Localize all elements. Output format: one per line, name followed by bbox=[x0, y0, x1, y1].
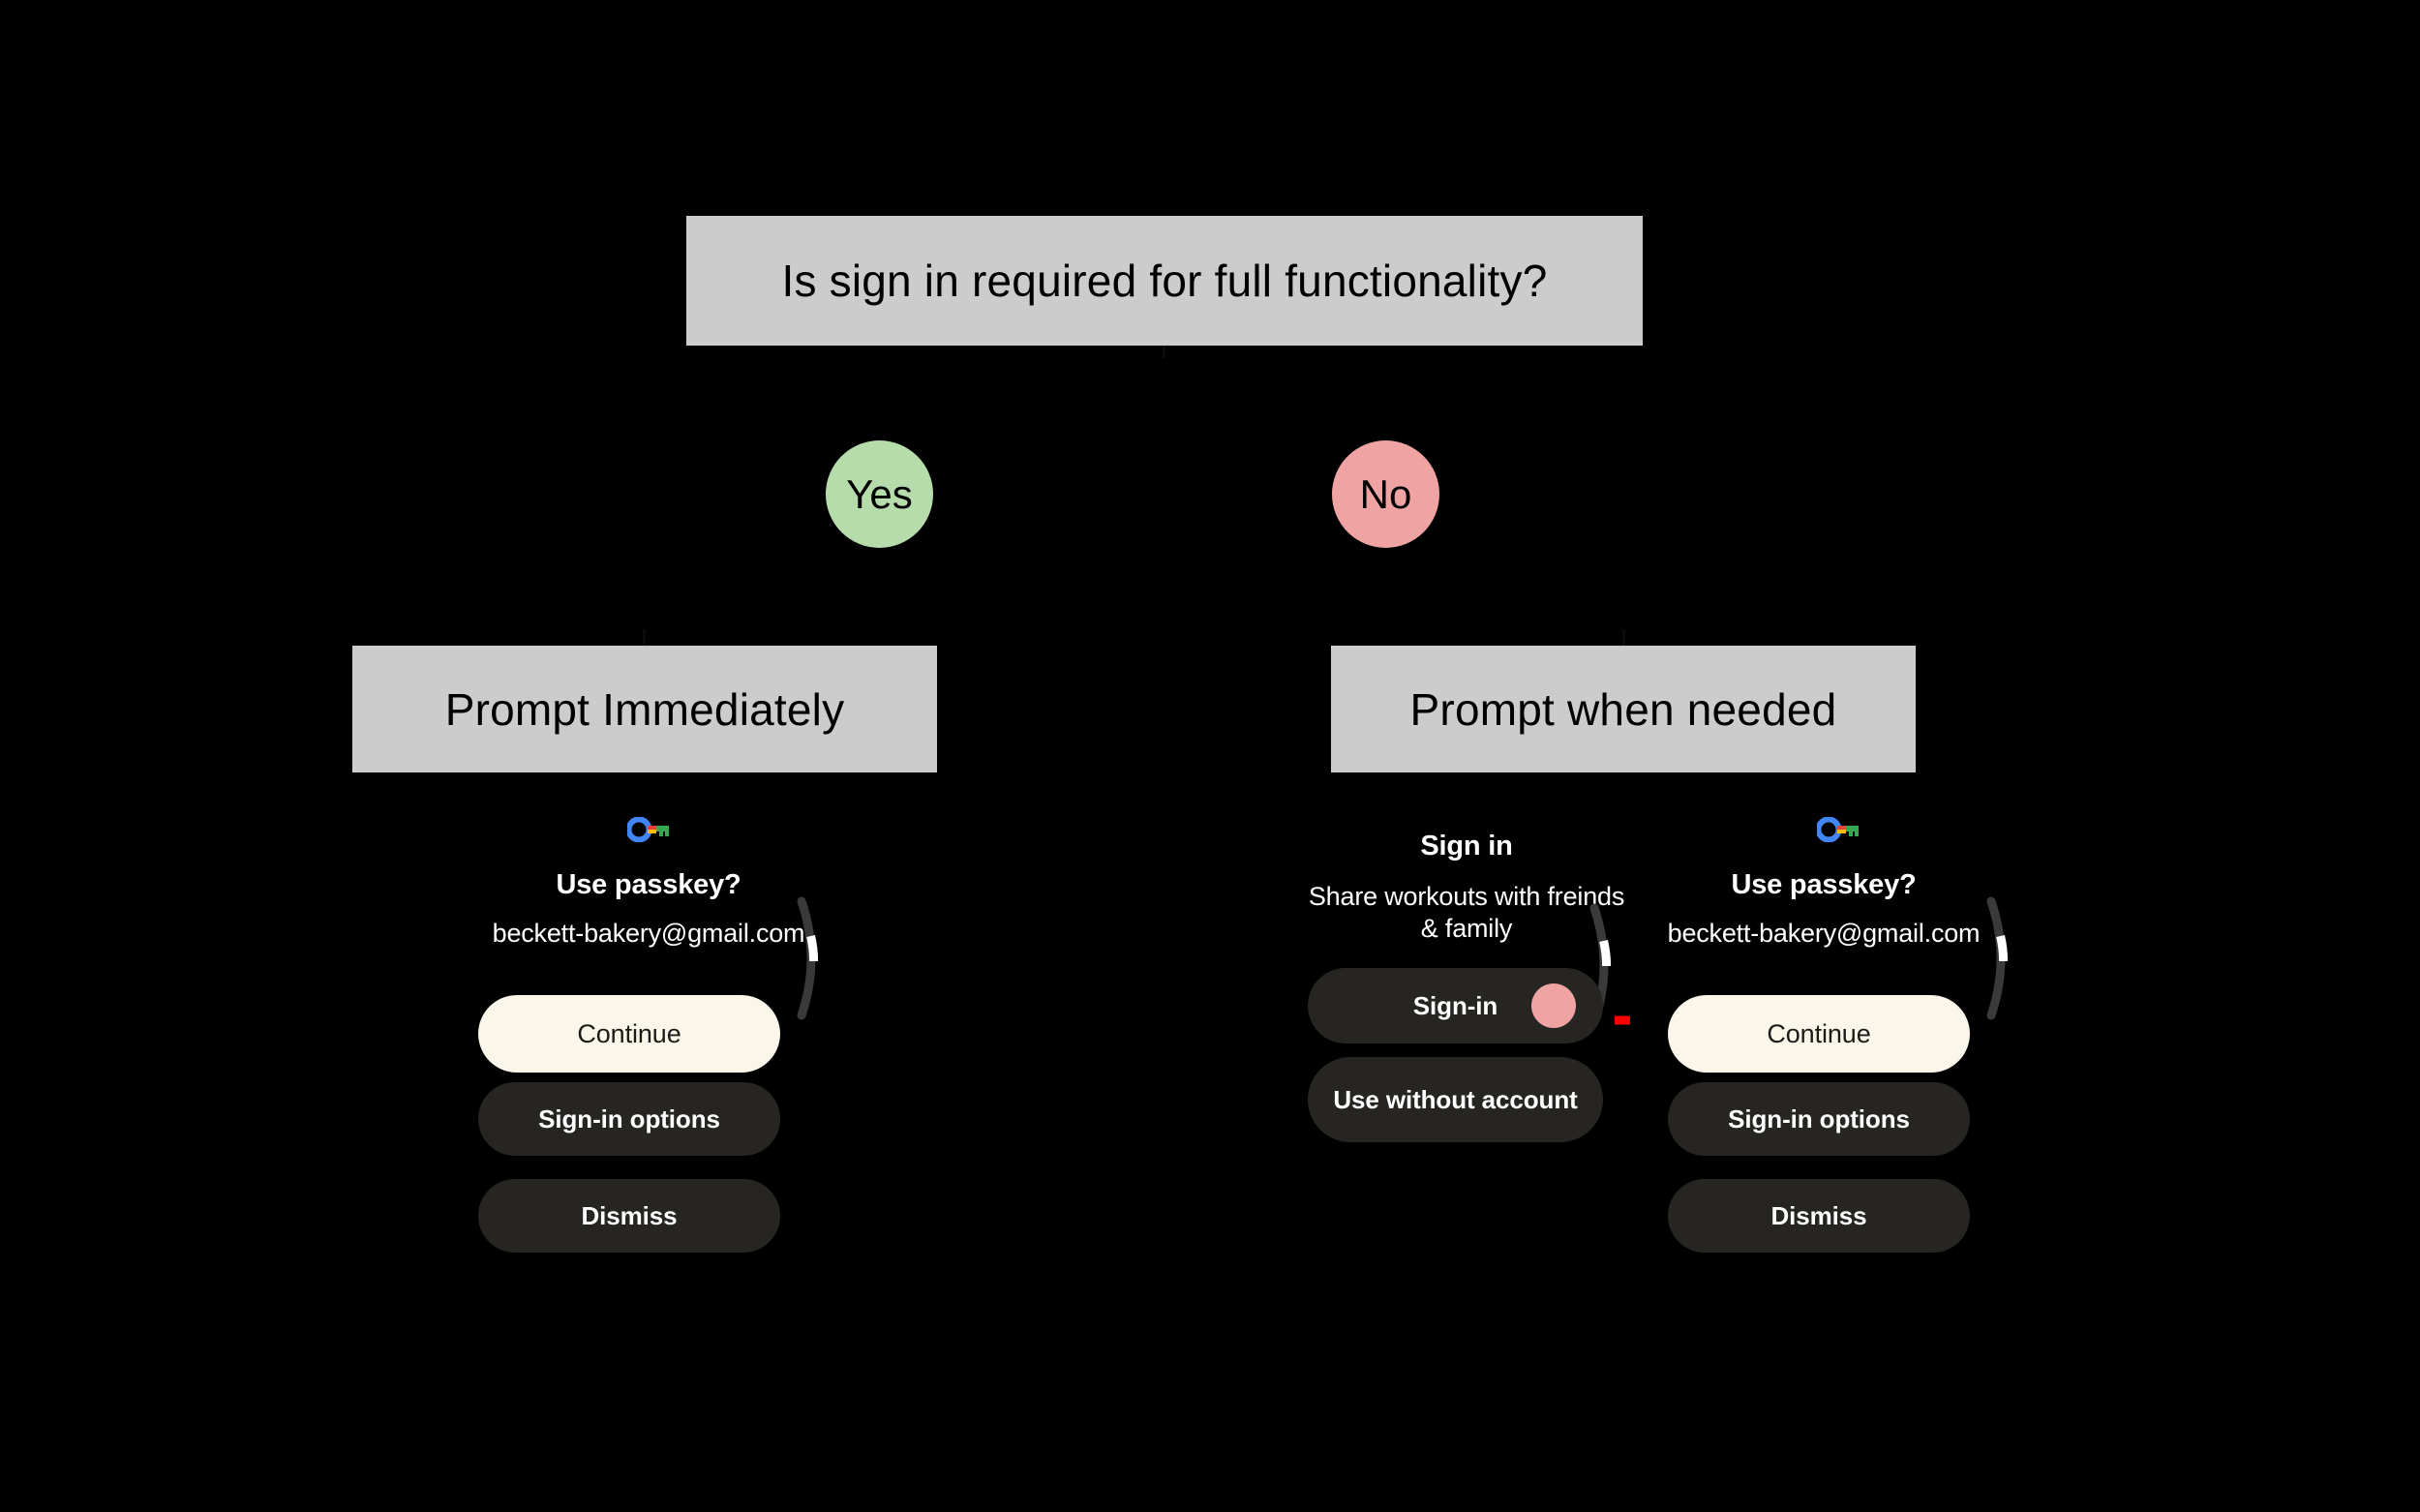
sign-in-options-button[interactable]: Sign-in options bbox=[478, 1082, 780, 1156]
sign-in-status-dot bbox=[1531, 983, 1576, 1028]
watch-screen-middle-signin: Sign in Share workouts with freinds & fa… bbox=[1302, 813, 1631, 1239]
continue-button[interactable]: Continue bbox=[1668, 995, 1970, 1073]
connector-yes-to-prompt-immediately bbox=[643, 629, 646, 649]
google-passkey-icon bbox=[1815, 816, 1860, 843]
use-without-account-button[interactable]: Use without account bbox=[1308, 1057, 1603, 1142]
question-box: Is sign in required for full functionali… bbox=[686, 216, 1643, 346]
screen-subtitle: beckett-bakery@gmail.com bbox=[492, 919, 805, 948]
dismiss-button[interactable]: Dismiss bbox=[1668, 1179, 1970, 1253]
continue-button[interactable]: Continue bbox=[478, 995, 780, 1073]
sign-in-button[interactable]: Sign-in bbox=[1308, 968, 1603, 1043]
screen-title: Sign in bbox=[1420, 831, 1513, 862]
google-passkey-icon bbox=[625, 816, 670, 843]
decision-no: No bbox=[1332, 440, 1439, 548]
outcome-prompt-immediately: Prompt Immediately bbox=[352, 646, 937, 772]
watch-screen-left-passkey: Use passkey? beckett-bakery@gmail.com Co… bbox=[455, 803, 842, 1307]
sign-in-button-label: Sign-in bbox=[1412, 990, 1498, 1020]
connector-question-to-branches bbox=[1163, 341, 1165, 358]
decision-yes: Yes bbox=[826, 440, 933, 548]
screen-title: Use passkey? bbox=[556, 869, 741, 900]
scrollbar-arc[interactable] bbox=[792, 895, 831, 1026]
screen-subtitle: Share workouts with freinds & family bbox=[1308, 882, 1625, 943]
screen-title: Use passkey? bbox=[1731, 869, 1917, 900]
sign-in-options-button[interactable]: Sign-in options bbox=[1668, 1082, 1970, 1156]
dismiss-button[interactable]: Dismiss bbox=[478, 1179, 780, 1253]
screen-subtitle: beckett-bakery@gmail.com bbox=[1667, 919, 1981, 948]
connector-no-to-prompt-when-needed bbox=[1622, 629, 1625, 649]
watch-screen-right-passkey: Use passkey? beckett-bakery@gmail.com Co… bbox=[1630, 803, 2017, 1307]
scrollbar-arc[interactable] bbox=[1981, 895, 2020, 1026]
outcome-prompt-when-needed: Prompt when needed bbox=[1331, 646, 1916, 772]
